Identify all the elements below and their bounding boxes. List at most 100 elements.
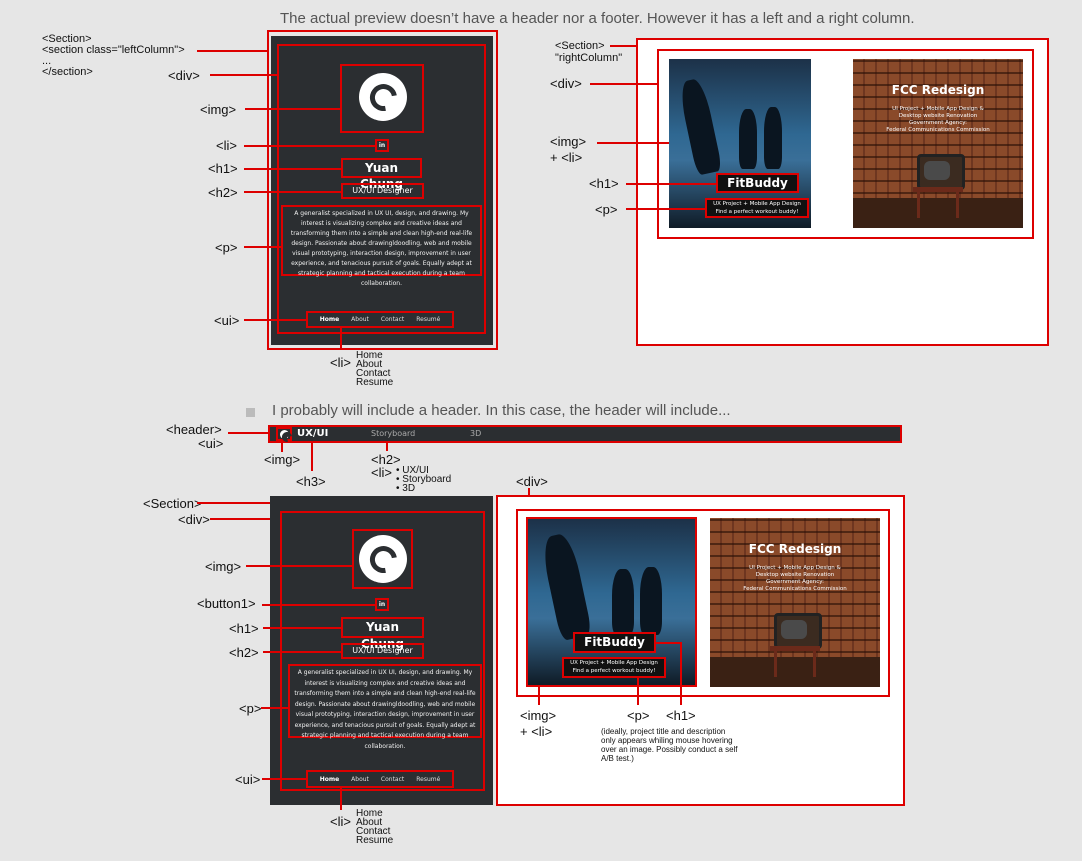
label-section-right: <Section> "rightColumn" [555,40,623,64]
header-bar: UX/UI Storyboard 3D [270,427,900,441]
connector [244,191,341,193]
connector [528,488,530,496]
runner-shape [677,77,723,176]
fitbuddy-desc-box-2: UX Project + Mobile App Design Find a pe… [562,657,666,678]
label-bottom-ui: <ui> [235,772,261,787]
tv-screen [781,620,807,639]
stool-top [913,187,963,192]
top-note: The actual preview doesn’t have a header… [280,10,915,27]
label-bottom-li: <li> [330,814,351,829]
label-ui: <ui> [214,313,240,328]
hover-note: (ideally, project title and description … [601,727,738,763]
left-section-outline [267,30,498,350]
nav-contact[interactable]: Contact [380,316,405,323]
title-box: UX/UI Designer [341,183,424,199]
fcc-title: FCC Redesign [891,83,985,97]
nav-resume-2[interactable]: Resumé [416,775,441,783]
label-section-left: <Section> <section class="leftColumn"> .… [42,33,185,78]
connector [262,604,375,606]
connector [680,642,682,705]
connector [340,328,342,350]
right-div-outline [657,49,1034,239]
header-logo-box[interactable] [276,427,292,441]
fcc-line: Desktop website Renovation [898,113,978,119]
label-right-h1: <h1> [589,176,619,191]
label-below-h1: <h1> [666,708,696,723]
header-item-storyboard[interactable]: Storyboard [371,429,416,438]
fcc-line: Government Agency: [766,579,824,585]
stool-leg [813,651,816,677]
connector [538,687,540,705]
fcc-image[interactable]: FCC Redesign UI Project + Mobile App Des… [853,59,1023,228]
tv-icon [917,154,965,190]
fitbuddy-desc-1: UX Project + Mobile App Design [713,201,801,207]
connector [246,565,352,567]
label-header-img: <img> [264,452,301,467]
label-bottom-section: <Section> [143,496,202,511]
linkedin-icon[interactable]: in [375,139,389,152]
header-item-3d[interactable]: 3D [470,429,482,438]
bullet-icon [246,408,255,417]
label-header-li: <li> [371,465,392,480]
label-header-ui: <ui> [198,436,224,451]
name-box: Yuan Chung [341,158,422,191]
fitbuddy-title-2: FitBuddy [584,635,645,649]
tv-icon-2 [774,613,822,649]
middle-note: I probably will include a header. In thi… [272,402,731,419]
connector [261,707,288,709]
label-right-img: <img> + <li> [550,134,587,165]
nav-about[interactable]: About [351,316,369,323]
connector [244,168,341,170]
connector [597,142,669,144]
label-bottom-img: <img> [205,559,242,574]
left-div-outline [277,44,486,334]
connector [197,502,270,504]
bio-box-2: A generalist specialized in UX UI, desig… [288,664,482,750]
label-below-img: <img> + <li> [520,708,557,739]
stool-leg [774,651,777,677]
fitbuddy-desc-2b: Find a perfect workout buddy! [572,668,656,674]
header-brand[interactable]: UX/UI [297,428,329,439]
fitbuddy-desc-1b: UX Project + Mobile App Design [570,660,658,666]
connector [637,678,639,705]
nav-home-2[interactable]: Home [319,775,340,783]
connector [244,246,281,248]
connector [590,83,657,85]
stool-leg [956,192,959,218]
connector [311,441,313,471]
fcc-image-2[interactable]: FCC Redesign UI Project + Mobile App Des… [710,518,880,687]
connector [656,642,682,644]
runner-shape [612,569,634,635]
connector [386,441,388,451]
nav-about-2[interactable]: About [351,775,369,783]
logo-icon [359,73,407,121]
right-div-outline-2 [516,509,890,697]
label-below-p: <p> [627,708,650,723]
runner-shape [539,531,593,642]
stool-top [770,646,820,651]
logo-icon-2 [359,535,407,583]
fcc-line: Government Agency: [909,120,967,126]
linkedin-button-2[interactable]: in [375,598,389,611]
connector [228,432,268,434]
label-div: <div> [168,68,200,83]
label-p: <p> [215,240,238,255]
connector [197,50,267,52]
label-right-div: <div> [550,76,582,91]
nav-contact-2[interactable]: Contact [380,775,405,783]
connector [340,788,342,810]
label-right-p: <p> [595,202,618,217]
connector [210,518,280,520]
nav-home[interactable]: Home [319,316,340,323]
connector [210,74,277,76]
runner-shape [640,567,662,635]
fcc-line: UI Project + Mobile App Design & [749,565,841,571]
runner-shape [764,107,782,169]
label-li: <li> [216,138,237,153]
nav-resume[interactable]: Resumé [416,316,441,323]
profile-title: UX/UI Designer [352,186,413,195]
nav-box: Home About Contact Resumé [306,311,454,328]
label-bottom-div: <div> [178,512,210,527]
fcc-line: Federal Communications Commission [886,127,990,133]
label-button1: <button1> [197,596,256,611]
